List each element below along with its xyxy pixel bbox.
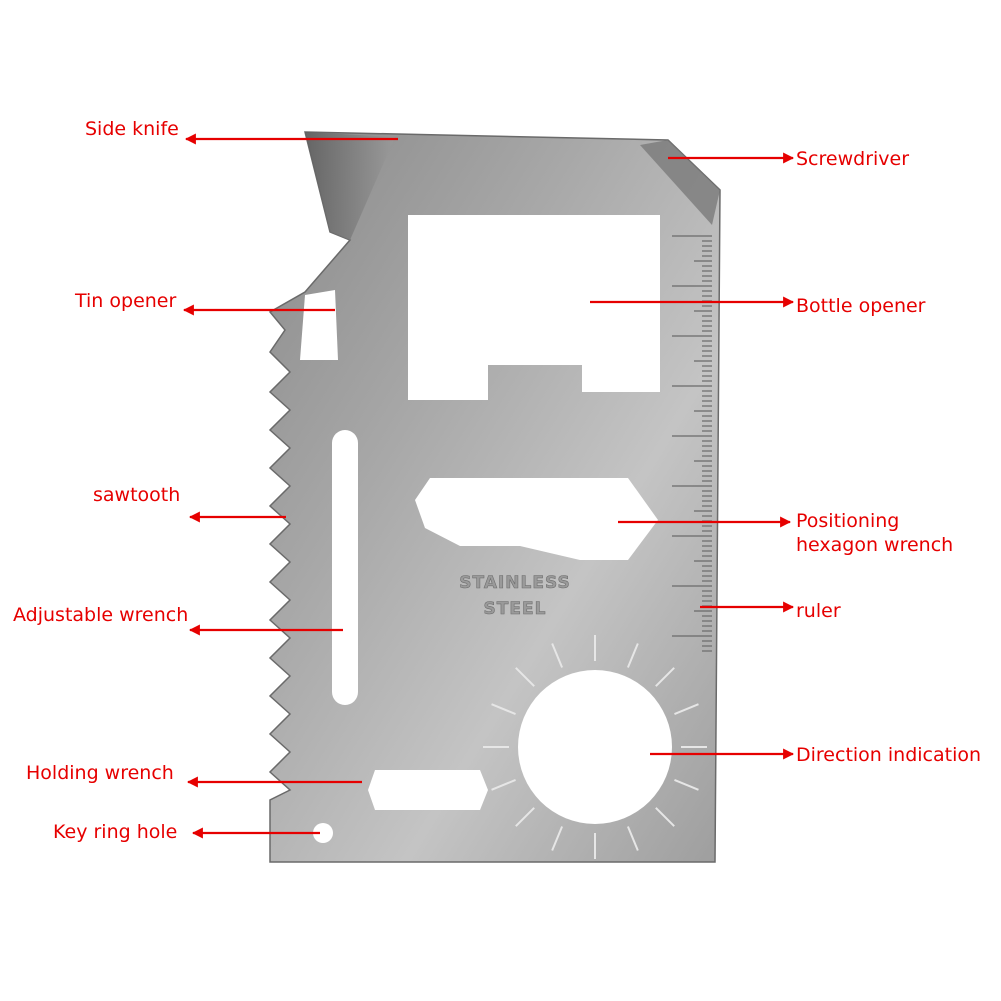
label-holding-wrench: Holding wrench (26, 762, 174, 784)
compass-tick (655, 807, 675, 827)
compass-tick (626, 826, 639, 851)
compass-tick (551, 643, 564, 668)
label-side-knife: Side knife (85, 118, 179, 140)
direction-compass-ticks (483, 635, 707, 859)
compass-tick (626, 643, 639, 668)
compass-tick (491, 703, 516, 716)
label-positioning: Positioning (796, 510, 899, 532)
card-body (268, 131, 721, 863)
label-key-ring-hole: Key ring hole (53, 821, 177, 843)
label-screwdriver: Screwdriver (796, 148, 909, 170)
label-adjustable-wrench: Adjustable wrench (13, 604, 188, 626)
compass-tick (515, 667, 535, 687)
stamp-steel: STEEL (484, 599, 547, 619)
compass-tick (515, 807, 535, 827)
label-bottle-opener: Bottle opener (796, 295, 926, 317)
label-hexagon-wrench: hexagon wrench (796, 534, 953, 556)
label-sawtooth: sawtooth (93, 484, 180, 506)
compass-tick (551, 826, 564, 851)
compass-tick (674, 703, 699, 716)
side-knife-bevel (305, 132, 395, 240)
compass-tick (674, 778, 699, 791)
compass-tick (491, 778, 516, 791)
label-direction-indication: Direction indication (796, 744, 981, 766)
label-ruler: ruler (796, 600, 841, 622)
compass-tick (655, 667, 675, 687)
label-tin-opener: Tin opener (74, 290, 176, 312)
screwdriver-bevel (640, 140, 720, 225)
stamp-stainless: STAINLESS (459, 573, 570, 593)
